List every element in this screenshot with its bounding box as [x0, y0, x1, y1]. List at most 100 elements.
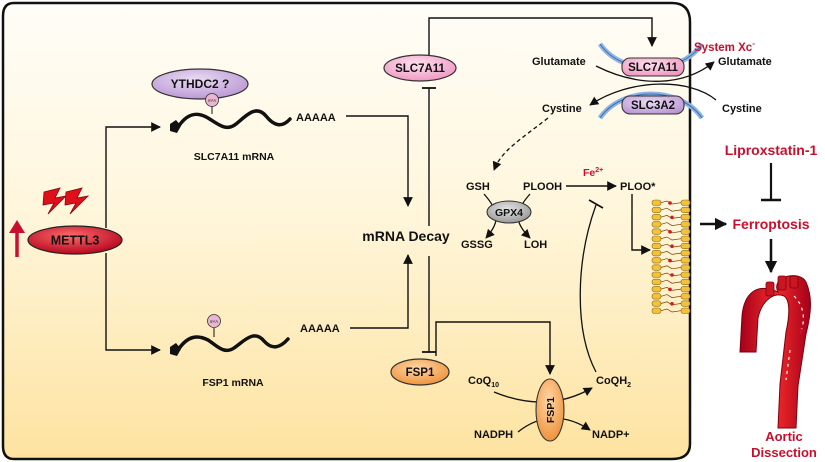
lipid-head-icon	[680, 214, 691, 221]
loh-label: LOH	[524, 239, 547, 251]
coqh2-inhibits-ploo	[579, 204, 597, 373]
m6a-mark-icon	[205, 93, 219, 107]
lipid-tail-icon	[660, 222, 682, 226]
lipid-head-icon	[680, 235, 691, 242]
glutamate-outside-label: Glutamate	[718, 56, 772, 68]
lipid-head-icon	[651, 242, 662, 249]
lipid-head-icon	[651, 228, 662, 235]
lipid-tail-icon	[660, 243, 682, 248]
lipid-peroxide-icon	[670, 302, 674, 306]
ythdc2-node	[151, 68, 249, 100]
slc3a2-transporter	[621, 95, 685, 115]
lipid-tail-icon	[660, 272, 682, 277]
glutamate-inside-label: Glutamate	[532, 56, 586, 68]
m6a-mark-icon	[207, 314, 221, 328]
lipid-head-icon	[651, 271, 662, 278]
mettl3-to-slc7a11-arrow	[105, 122, 161, 228]
svg-text:m⁶A: m⁶A	[210, 319, 218, 324]
fsp1-label: FSP1	[406, 367, 435, 379]
cystine-inside-label: Cystine	[542, 103, 582, 115]
lipid-tail-icon	[660, 279, 682, 284]
lipid-head-icon	[680, 250, 691, 257]
ythdc2-label: YTHDC2 ?	[171, 77, 230, 91]
lipid-head-icon	[651, 206, 662, 213]
slc7a11-node	[383, 54, 457, 82]
slc7a11-mrna-to-decay-arrow	[346, 115, 413, 207]
lipid-head-icon	[651, 264, 662, 271]
cystine-to-gsh-dashed-arrow	[492, 117, 549, 171]
fsp1-enzyme-label: FSP1	[545, 397, 557, 423]
mettl3-node	[27, 225, 123, 255]
slc7a11-label: SLC7A11	[395, 63, 445, 75]
lipid-peroxide-icon	[670, 273, 674, 277]
slc7a11-transporter	[621, 57, 685, 77]
fsp1-mrna-to-decay-arrow	[350, 254, 413, 329]
fe-label: Fe2+	[583, 167, 603, 179]
glutamate-export-arrow	[595, 61, 715, 82]
lipid-head-icon	[680, 206, 691, 213]
ferroptosis-label: Ferroptosis	[732, 216, 809, 232]
mettl3-label: METTL3	[51, 234, 100, 248]
aorta-icon	[739, 275, 811, 429]
slc7a11-transporter-label: SLC7A11	[628, 62, 678, 74]
gsh-label: GSH	[466, 181, 490, 193]
lipid-peroxide-icon	[668, 230, 672, 234]
lipid-head-icon	[651, 199, 662, 206]
nadph-label: NADPH	[474, 429, 513, 441]
cystine-import-arrow	[589, 83, 717, 106]
lipid-peroxide-icon	[668, 258, 672, 263]
lipid-head-icon	[680, 199, 691, 206]
lipid-head-icon	[651, 278, 662, 286]
fsp1-node	[390, 358, 450, 386]
lipid-head-icon	[680, 307, 691, 314]
lipid-head-icon	[680, 293, 691, 300]
lipid-tail-icon	[660, 207, 682, 212]
up-arrow-icon	[9, 220, 25, 257]
fsp1-mrna-strand: m⁶A	[170, 314, 290, 356]
plooh-label: PLOOH	[523, 181, 562, 193]
fsp1-poly-a-tail: AAAAA	[300, 323, 340, 335]
lipid-tail-icon	[660, 308, 682, 313]
peroxidized-membrane	[651, 199, 691, 314]
lipid-head-icon	[651, 300, 662, 307]
system-xc-label: System Xc-	[694, 39, 755, 54]
nadp-label: NADP+	[592, 429, 630, 441]
fsp1-to-reaction-arrow	[435, 321, 555, 375]
slc7a11-poly-a-tail: AAAAA	[296, 112, 336, 124]
gpx4-node	[486, 200, 532, 224]
liproxstatin-label: Liproxstatin-1	[725, 142, 818, 158]
mettl3-to-fsp1-arrow	[105, 253, 161, 355]
decay-inhibits-fsp1	[422, 256, 436, 353]
lipid-peroxide-icon	[668, 201, 672, 205]
lipid-tail-icon	[660, 265, 682, 270]
ploo-label: PLOO*	[620, 181, 656, 193]
slc7a11-mrna-label: SLC7A11 mRNA	[194, 151, 275, 163]
lipid-head-icon	[651, 214, 662, 221]
coqh2-label: CoQH2	[596, 375, 631, 389]
aortic-dissection-label-line1: Aortic	[765, 429, 803, 444]
lipid-head-icon	[680, 242, 691, 249]
lipid-peroxide-icon	[670, 244, 674, 248]
lipid-head-icon	[651, 307, 662, 314]
lightning-icon	[42, 187, 90, 215]
lipid-peroxide-icon	[668, 287, 672, 292]
lipid-head-icon	[680, 271, 691, 278]
svg-text:m⁶A: m⁶A	[208, 98, 216, 103]
cystine-outside-label: Cystine	[722, 103, 762, 115]
lipid-head-icon	[680, 300, 691, 307]
lipid-head-icon	[651, 221, 662, 228]
gssg-label: GSSG	[461, 239, 493, 251]
lipid-tail-icon	[660, 236, 682, 241]
lipid-head-icon	[680, 264, 691, 271]
lipid-head-icon	[680, 278, 691, 286]
lipid-head-icon	[651, 235, 662, 242]
ploo-to-membrane-arrow	[631, 194, 651, 255]
lipid-tail-icon	[660, 251, 682, 255]
fsp1-mrna-label: FSP1 mRNA	[202, 377, 264, 389]
decay-inhibits-slc7a11	[422, 87, 436, 226]
lipid-head-icon	[680, 286, 691, 293]
slc3a2-label: SLC3A2	[631, 100, 675, 112]
lipid-head-icon	[651, 257, 662, 264]
slc7a11-mrna-strand: m⁶A	[170, 93, 292, 133]
lipid-tail-icon	[660, 294, 682, 298]
